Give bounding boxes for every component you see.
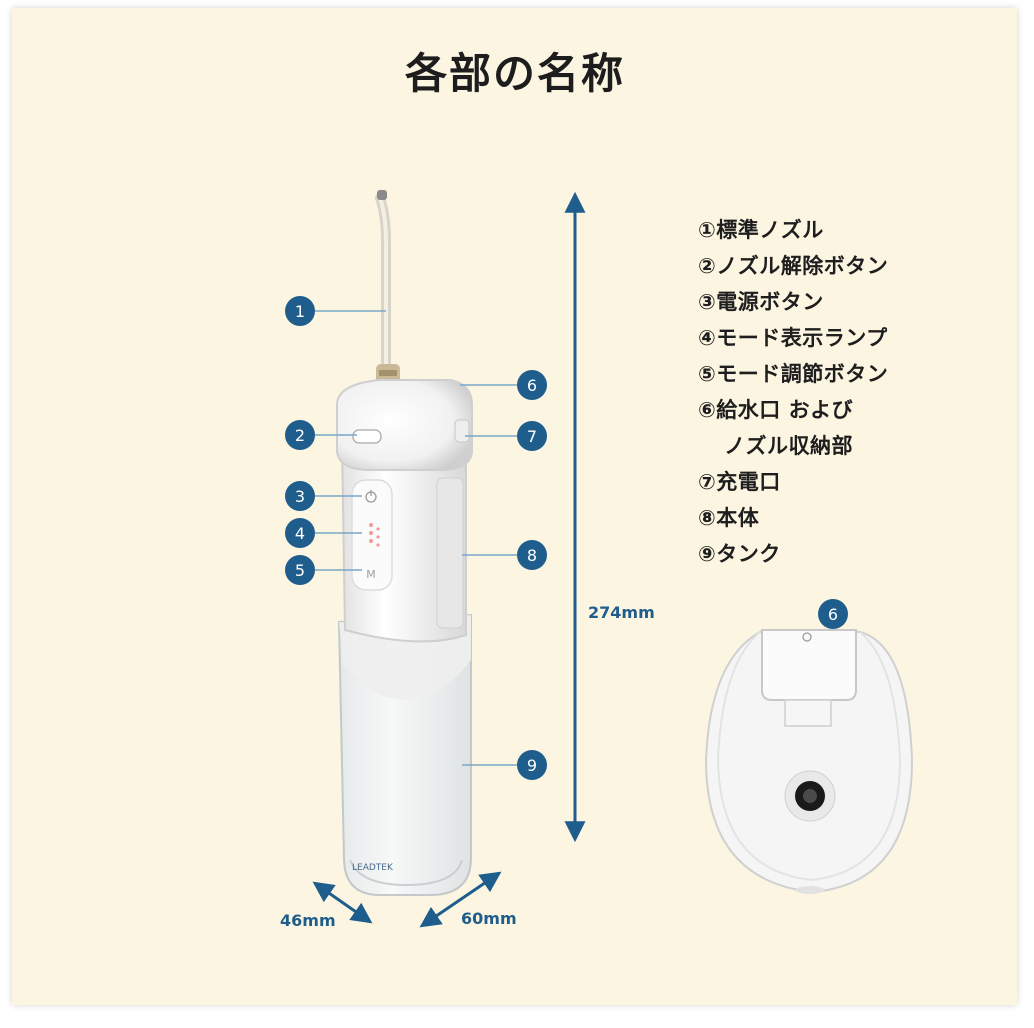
main-body: M: [340, 439, 467, 643]
callout-4: 4: [285, 518, 315, 548]
svg-text:6: 6: [527, 376, 537, 395]
top-view-detail: 6: [704, 599, 914, 894]
svg-text:1: 1: [295, 302, 305, 321]
callout-9: 9: [517, 750, 547, 780]
water-inlet-cover: [761, 629, 857, 701]
svg-text:4: 4: [295, 524, 305, 543]
callout-8: 8: [517, 540, 547, 570]
mode-lamps: [369, 523, 380, 547]
callout-7: 7: [517, 421, 547, 451]
legend-item-nozzle-storage: ノズル収納部: [724, 434, 853, 458]
detail-callout-6: 6: [818, 599, 848, 629]
svg-text:9: 9: [527, 756, 537, 775]
callout-3: 3: [285, 481, 315, 511]
page-title: 各部の名称: [404, 49, 625, 98]
svg-text:7: 7: [527, 427, 537, 446]
legend-item-main-body: ⑧本体: [698, 506, 760, 530]
callout-2: 2: [285, 420, 315, 450]
height-dimension-label: 274mm: [588, 603, 655, 622]
legend-item-power-button: ③電源ボタン: [698, 290, 824, 314]
legend-item-water-inlet: ⑥給水口 および: [698, 398, 854, 422]
brand-logo: LEADTEK: [352, 863, 394, 873]
parts-legend: ①標準ノズル ②ノズル解除ボタン ③電源ボタン ④モード表示ランプ ⑤モード調節…: [698, 214, 888, 574]
width-dimension-label: 60mm: [461, 909, 517, 928]
depth-dimension-arrow: [312, 881, 373, 924]
svg-text:8: 8: [527, 546, 537, 565]
callout-6: 6: [517, 370, 547, 400]
water-drop-icon: [802, 632, 812, 642]
nozzle-release-button: [352, 429, 382, 444]
callout-1: 1: [285, 296, 315, 326]
standard-nozzle: [375, 190, 400, 384]
svg-text:2: 2: [295, 426, 305, 445]
mode-button-label: M: [366, 568, 376, 581]
charging-port: [454, 419, 470, 443]
device-head: [336, 379, 473, 471]
legend-item-standard-nozzle: ①標準ノズル: [698, 218, 824, 242]
legend-item-charging-port: ⑦充電口: [698, 470, 781, 494]
legend-item-mode-button: ⑤モード調節ボタン: [698, 362, 889, 386]
legend-item-tank: ⑨タンク: [698, 542, 781, 566]
width-dimension-arrow: [419, 871, 502, 928]
svg-text:5: 5: [295, 561, 305, 580]
svg-text:6: 6: [828, 605, 838, 624]
callout-badges: 1 2 3 4 5 6 7 8 9: [285, 296, 547, 780]
legend-item-mode-lamp: ④モード表示ランプ: [698, 326, 888, 350]
callout-5: 5: [285, 555, 315, 585]
svg-text:3: 3: [295, 487, 305, 506]
water-tank: LEADTEK: [337, 613, 472, 896]
legend-item-nozzle-release-button: ②ノズル解除ボタン: [698, 254, 889, 278]
depth-dimension-label: 46mm: [280, 911, 336, 930]
